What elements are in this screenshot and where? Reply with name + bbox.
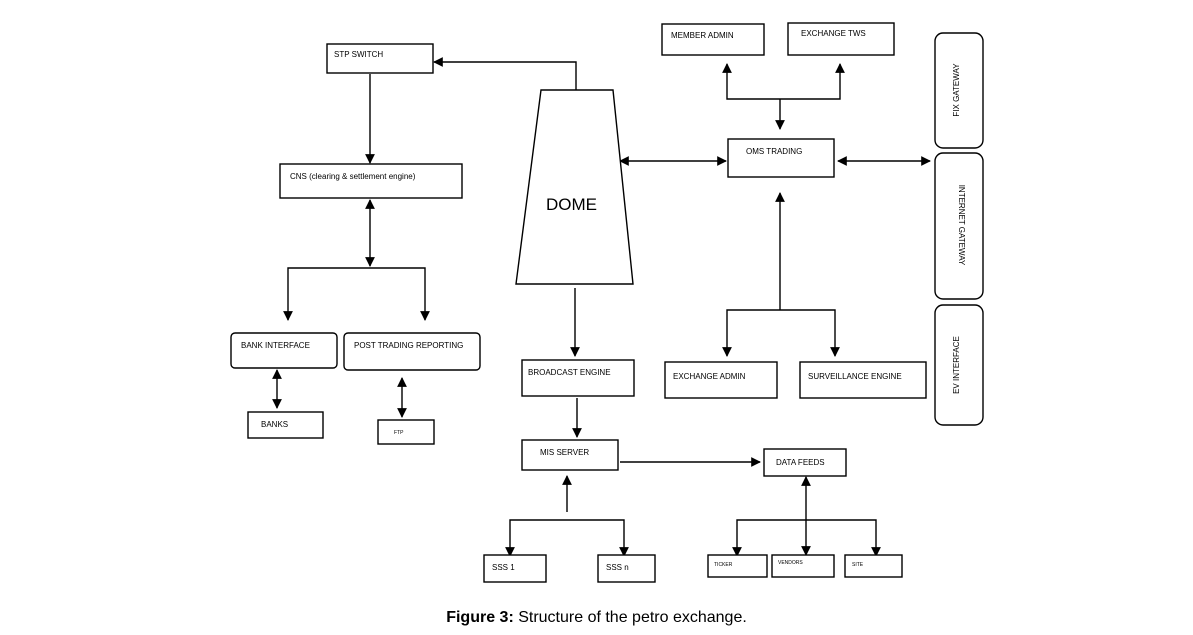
connector-split-member [722, 63, 780, 100]
node-label: FTP [394, 430, 404, 436]
node-member-admin: MEMBER ADMIN [661, 23, 765, 56]
connector-split-ticker [732, 519, 806, 557]
node-stp-switch: STP SWITCH [326, 43, 434, 74]
node-cns: CNS (clearing & settlement engine) [279, 163, 463, 199]
node-label: BROADCAST ENGINE [528, 368, 611, 377]
node-label: SITE [852, 562, 864, 568]
node-label: SSS n [606, 563, 629, 572]
node-bank-interface: BANK INTERFACE [230, 332, 338, 369]
node-ev-interface: EV INTERFACE [934, 304, 984, 426]
node-internet-gateway: INTERNET GATEWAY [934, 152, 984, 300]
node-label: MEMBER ADMIN [671, 31, 734, 40]
connector-split-post [370, 267, 430, 321]
node-oms-trading: OMS TRADING [727, 138, 835, 178]
connector-split-sssn [567, 519, 629, 557]
node-sss-1: SSS 1 [483, 554, 547, 583]
node-label: TICKER [714, 562, 733, 568]
connector-split-sss1 [505, 519, 567, 557]
node-label: STP SWITCH [334, 50, 383, 59]
node-dome: DOME [515, 89, 634, 285]
node-banks: BANKS [247, 411, 324, 439]
node-label: EV INTERFACE [952, 336, 961, 394]
connector-split-surv [780, 309, 840, 357]
node-data-feeds: DATA FEEDS [763, 448, 847, 477]
node-label: EXCHANGE TWS [801, 29, 866, 38]
caption-text: Structure of the petro exchange. [513, 609, 747, 626]
node-label: BANK INTERFACE [241, 341, 310, 350]
node-label: FIX GATEWAY [952, 63, 961, 117]
connector-split-site [806, 519, 881, 557]
node-label: CNS (clearing & settlement engine) [290, 172, 416, 181]
connector-dome-stp [433, 57, 577, 90]
node-label: SSS 1 [492, 563, 515, 572]
connectors [272, 57, 931, 557]
connector-split-exadmin [722, 309, 780, 357]
node-label: EXCHANGE ADMIN [673, 372, 746, 381]
node-label: BANKS [261, 420, 288, 429]
node-label: OMS TRADING [746, 147, 802, 156]
connector-split-tws [780, 63, 845, 100]
node-surveillance-engine: SURVEILLANCE ENGINE [799, 361, 927, 399]
node-post-trading-reporting: POST TRADING REPORTING [343, 332, 481, 371]
node-exchange-tws: EXCHANGE TWS [787, 22, 895, 56]
node-ticker: TICKER [707, 554, 768, 578]
node-fix-gateway: FIX GATEWAY [934, 32, 984, 149]
caption-label: Figure 3: [446, 609, 514, 626]
node-site: SITE [844, 554, 903, 578]
node-mis-server: MIS SERVER [521, 439, 619, 471]
node-sss-n: SSS n [597, 554, 656, 583]
node-label: MIS SERVER [540, 448, 589, 457]
node-label: DATA FEEDS [776, 458, 825, 467]
node-ftp: FTP [377, 419, 435, 445]
node-broadcast-engine: BROADCAST ENGINE [521, 359, 635, 397]
node-label: INTERNET GATEWAY [957, 185, 966, 266]
node-label: POST TRADING REPORTING [354, 341, 463, 350]
node-vendors: VENDORS [771, 554, 835, 578]
node-label: DOME [546, 195, 597, 214]
node-label: VENDORS [778, 560, 803, 566]
node-label: SURVEILLANCE ENGINE [808, 372, 902, 381]
node-exchange-admin: EXCHANGE ADMIN [664, 361, 778, 399]
connector-split-bank [283, 267, 370, 321]
petro-exchange-diagram: STP SWITCH CNS (clearing & settlement en… [230, 22, 984, 583]
figure-caption: Figure 3: Structure of the petro exchang… [0, 609, 1193, 627]
